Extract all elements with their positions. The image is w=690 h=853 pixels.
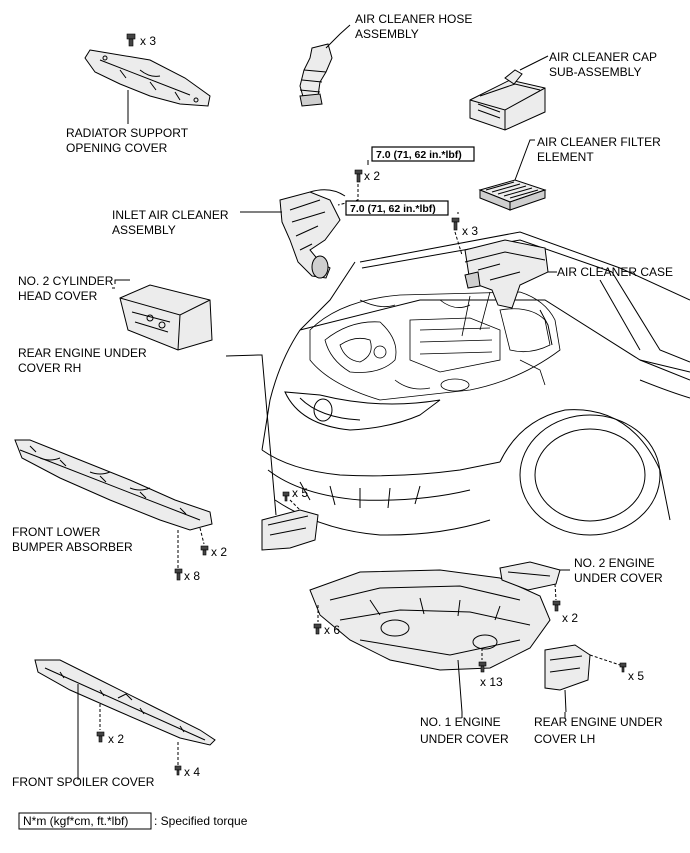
qty-no2: x 2 [562, 611, 578, 625]
label-air-hose-2: ASSEMBLY [355, 27, 419, 41]
qty-torque1: x 2 [364, 169, 380, 183]
qty-rear-lh: x 5 [628, 669, 644, 683]
label-air-hose-1: AIR CLEANER HOSE [355, 12, 472, 26]
qty-no1-6: x 6 [324, 623, 340, 637]
air-cleaner-filter-element [478, 139, 547, 211]
air-cleaner-hose-assembly [299, 24, 351, 107]
qty-spoiler-2: x 2 [108, 732, 124, 746]
label-air-case: AIR CLEANER CASE [557, 265, 673, 279]
rear-engine-under-cover-rh [258, 354, 319, 551]
no2-cylinder-head-cover [114, 279, 213, 351]
air-cleaner-bolts [337, 160, 463, 256]
legend-box-text: N*m (kgf*cm, ft.*lbf) [23, 814, 128, 828]
leader-lines [77, 271, 566, 780]
legend-description: : Specified torque [154, 814, 248, 828]
label-rear-lh-1: REAR ENGINE UNDER [534, 715, 663, 729]
torque-value-a: 7.0 (71, 62 in.*lbf) [376, 149, 462, 161]
label-head-cover-1: NO. 2 CYLINDER [18, 274, 114, 288]
label-head-cover-2: HEAD COVER [18, 289, 98, 303]
label-rear-rh-1: REAR ENGINE UNDER [18, 346, 147, 360]
label-no1-under-1: NO. 1 ENGINE [420, 715, 501, 729]
engine-compartment [309, 291, 561, 401]
torque-spec-b: 7.0 (71, 62 in.*lbf) [345, 200, 449, 216]
qty-torque2: x 3 [462, 224, 478, 238]
label-inlet-cleaner-1: INLET AIR CLEANER [112, 208, 229, 222]
qty-absorber-8: x 8 [184, 569, 200, 583]
front-lower-bumper-absorber [14, 439, 213, 581]
air-cleaner-case [464, 239, 555, 309]
label-absorber-2: BUMPER ABSORBER [12, 540, 133, 554]
torque-spec-a: 7.0 (71, 62 in.*lbf) [371, 146, 475, 162]
callout-labels: RADIATOR SUPPORT OPENING COVER AIR CLEAN… [12, 12, 673, 789]
air-cleaner-cap [469, 55, 549, 131]
torque-value-b: 7.0 (71, 62 in.*lbf) [350, 203, 436, 215]
quantity-labels: x 3 x 2 x 3 x 5 x 2 x 8 x 2 x 6 x 13 x 5… [108, 34, 644, 779]
radiator-support-opening-cover [84, 33, 211, 124]
label-no2-under-1: NO. 2 ENGINE [574, 556, 655, 570]
front-spoiler-cover [34, 659, 216, 776]
label-radiator-cover-2: OPENING COVER [66, 141, 168, 155]
label-rear-lh-2: COVER LH [534, 732, 595, 746]
qty-radiator: x 3 [140, 34, 156, 48]
no1-engine-under-cover [309, 569, 551, 713]
label-inlet-cleaner-2: ASSEMBLY [112, 223, 176, 237]
rear-engine-under-cover-lh [544, 644, 627, 713]
label-no2-under-2: UNDER COVER [574, 571, 663, 585]
label-no1-under-2: UNDER COVER [420, 732, 509, 746]
label-air-filter-2: ELEMENT [537, 150, 594, 164]
label-spoiler: FRONT SPOILER COVER [12, 775, 155, 789]
qty-spoiler-4: x 4 [184, 765, 200, 779]
qty-no1-13: x 13 [480, 675, 503, 689]
inlet-air-cleaner-assembly [240, 189, 346, 279]
no2-engine-under-cover [499, 561, 570, 612]
legend: N*m (kgf*cm, ft.*lbf) : Specified torque [18, 812, 248, 830]
label-rear-rh-2: COVER RH [18, 361, 81, 375]
label-air-cap-1: AIR CLEANER CAP [549, 50, 657, 64]
label-absorber-1: FRONT LOWER [12, 525, 101, 539]
qty-absorber-2: x 2 [211, 545, 227, 559]
qty-rear-rh: x 5 [292, 486, 308, 500]
label-radiator-cover-1: RADIATOR SUPPORT [66, 126, 189, 140]
label-air-cap-2: SUB-ASSEMBLY [549, 65, 641, 79]
label-air-filter-1: AIR CLEANER FILTER [537, 135, 661, 149]
